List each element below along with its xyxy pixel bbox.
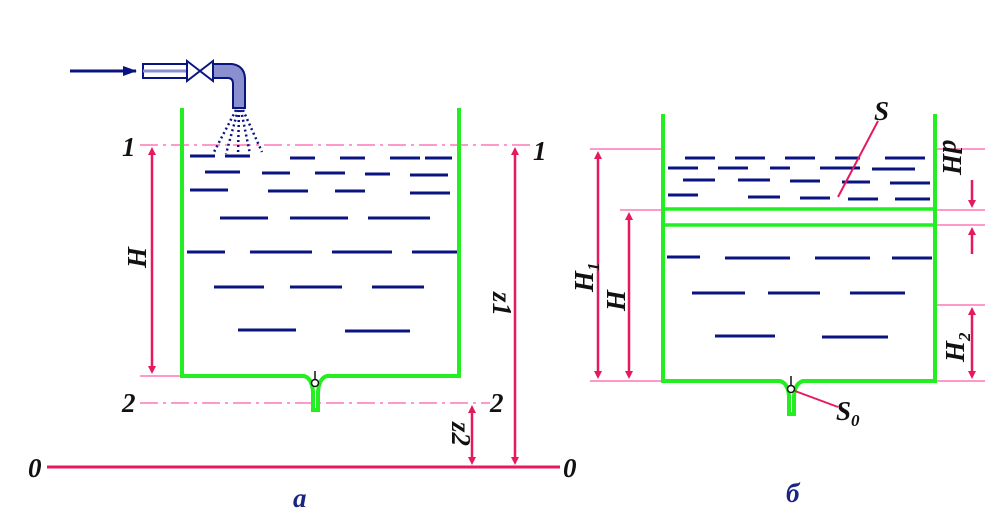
caption-b: б xyxy=(786,478,801,508)
label-z2: z2 xyxy=(446,421,476,446)
water-b xyxy=(667,156,932,339)
label-H-b: H xyxy=(601,289,631,312)
label-S: S xyxy=(874,96,889,126)
label-H1: H1 xyxy=(569,262,603,293)
valve-icon xyxy=(186,58,214,84)
tank-b xyxy=(661,114,937,416)
datum-label-right: 0 xyxy=(563,453,577,483)
label-H2: H2 xyxy=(940,332,974,363)
inflow-pipe xyxy=(142,63,188,79)
water-a xyxy=(187,154,457,333)
level-2-label-right: 2 xyxy=(489,388,504,418)
label-dH: dH xyxy=(937,140,967,176)
orifice-icon-b xyxy=(786,384,796,394)
level-1-label-right: 1 xyxy=(533,136,547,166)
label-z1: z1 xyxy=(487,291,517,316)
panel-a: 0 0 1 1 2 2 xyxy=(28,58,577,513)
leader-S xyxy=(837,120,879,198)
orifice-icon xyxy=(310,378,320,388)
level-2-label-left: 2 xyxy=(121,388,136,418)
tank-a xyxy=(180,108,461,412)
label-H: H xyxy=(122,246,152,269)
panel-b: S S0 H1 H dH H2 б xyxy=(569,96,985,508)
leader-S0 xyxy=(794,390,839,408)
level-1-label-left: 1 xyxy=(122,132,136,162)
datum-label-left: 0 xyxy=(28,453,42,483)
inflow-elbow xyxy=(212,63,247,109)
label-S0: S0 xyxy=(836,396,860,430)
water-spray xyxy=(212,109,264,157)
caption-a: а xyxy=(293,483,307,513)
